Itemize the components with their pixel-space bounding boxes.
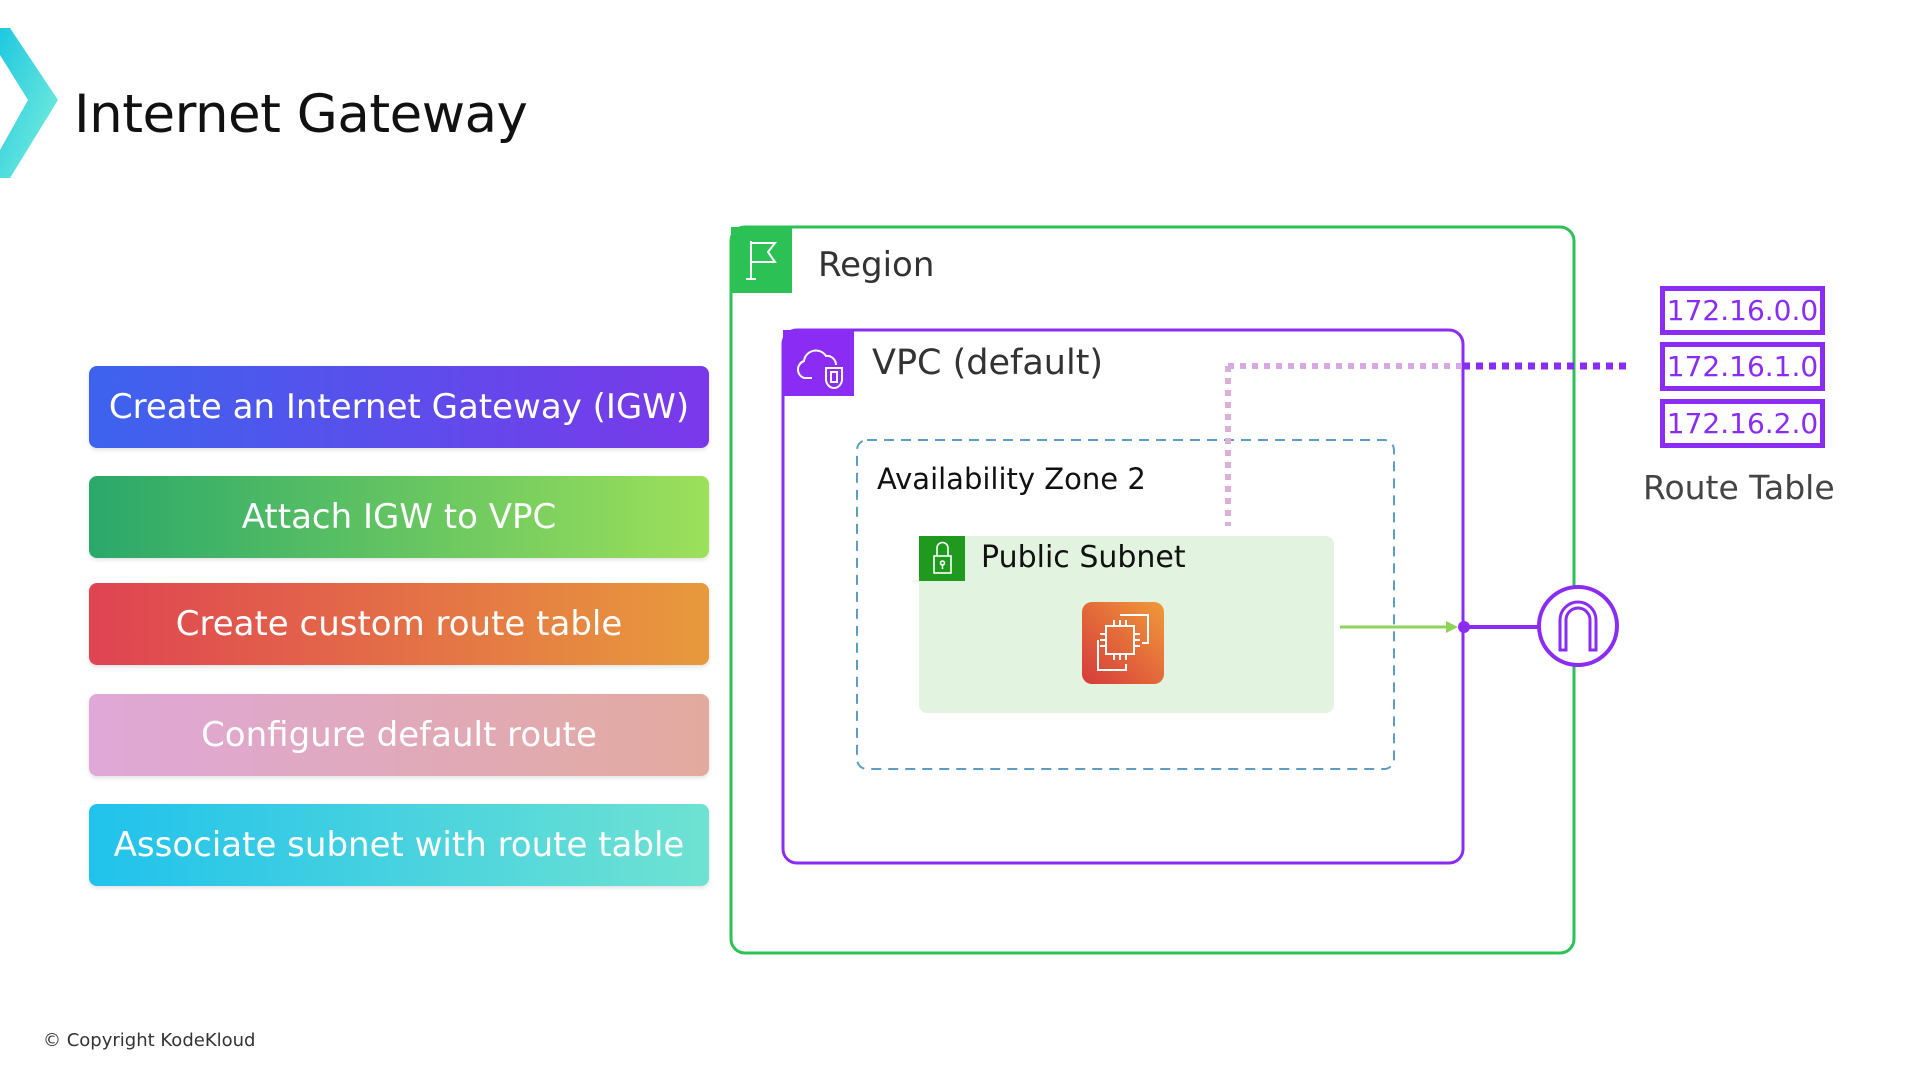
region-label: Region [818,245,935,285]
region-header-badge [731,227,792,293]
step-create-route-table: Create custom route table [89,583,709,665]
logo-chevron-icon [0,28,58,178]
flag-icon [746,241,778,280]
vpc-cloud-shield-icon [797,349,844,390]
step-attach-igw: Attach IGW to VPC [89,476,709,558]
step-configure-default-route: Configure default route [89,694,709,776]
route-table-entry: 172.16.1.0 [1660,342,1825,391]
internet-gateway-icon [1537,585,1619,667]
step-create-igw: Create an Internet Gateway (IGW) [89,366,709,448]
availability-zone-box [856,439,1395,770]
ec2-instance-icon [1082,602,1164,684]
route-table-label: Route Table [1643,468,1835,507]
vpc-label: VPC (default) [872,343,1104,383]
lock-icon [933,541,952,574]
copyright-text: © Copyright KodeKloud [43,1030,256,1051]
public-subnet-label: Public Subnet [981,540,1186,575]
step-associate-subnet: Associate subnet with route table [89,804,709,886]
route-table-entry: 172.16.0.0 [1660,286,1825,335]
vpc-header-badge [783,330,854,396]
ec2-chip-glyph [1097,614,1149,671]
page-title: Internet Gateway [74,84,528,145]
route-table-entry: 172.16.2.0 [1660,399,1825,448]
igw-arch-glyph [1558,600,1598,652]
arrow-head [1446,621,1458,633]
vpc-box [781,328,1465,865]
availability-zone-label: Availability Zone 2 [877,462,1146,496]
